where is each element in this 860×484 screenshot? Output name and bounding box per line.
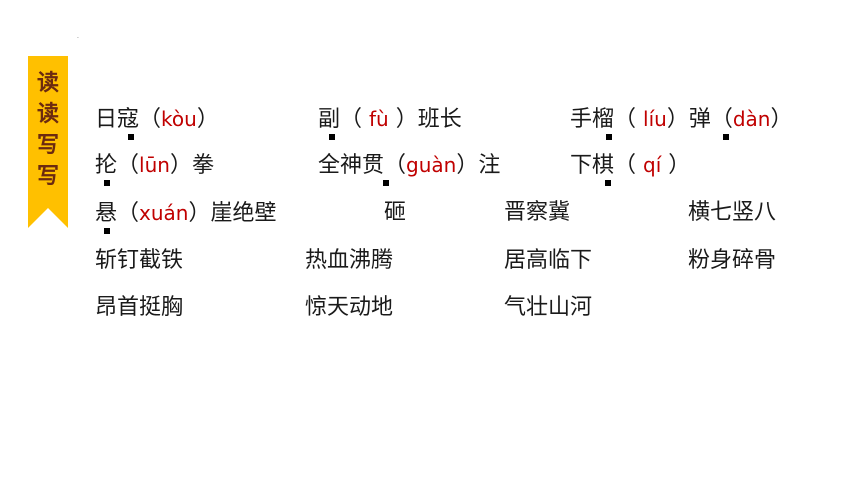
banner-char-2: 读 <box>36 101 59 127</box>
word-fubanzhang: 副（ fù ）班长 <box>318 104 462 135</box>
word-text: 下棋 <box>570 153 615 178</box>
emphasis-dot <box>104 228 110 234</box>
word-text: 弹 <box>688 107 711 132</box>
section-banner: 读 读 写 写 <box>28 56 68 228</box>
pinyin: fù <box>369 107 389 131</box>
word-fenshensuigu: 粉身碎骨 <box>688 248 777 273</box>
pinyin: kòu <box>161 107 197 131</box>
paren-close: ） <box>188 201 211 226</box>
paren-close: ） <box>388 107 418 132</box>
emphasis-dot <box>329 134 335 140</box>
word-shouliudan: 手榴（ líu）弹（dàn） <box>570 104 793 135</box>
word-quanshenguanzhu: 全神贯（guàn）注 <box>318 150 500 181</box>
paren-open: （ <box>710 107 733 132</box>
banner-char-3: 写 <box>36 132 59 158</box>
pinyin: xuán <box>139 201 189 225</box>
word-zhandingjietie: 斩钉截铁 <box>95 248 184 273</box>
word-qizhuangshanhe: 气壮山河 <box>504 295 593 320</box>
word-text: 悬 <box>95 201 118 226</box>
paren-open: （ <box>117 153 140 178</box>
word-text: 班长 <box>417 107 462 132</box>
word-jinchaji: 晋察冀 <box>504 200 571 225</box>
paren-close: ） <box>169 153 192 178</box>
word-rikou: 日寇（kòu） <box>95 104 219 135</box>
word-text: 副 <box>318 107 341 132</box>
word-text: 抡 <box>95 153 118 178</box>
word-angshoutingxiong: 昂首挺胸 <box>95 295 184 320</box>
banner-ribbon-shape <box>28 56 68 228</box>
banner-char-1: 读 <box>36 70 59 96</box>
emphasis-dot <box>383 180 389 186</box>
word-hengqishuba: 横七竖八 <box>688 200 777 225</box>
word-jingtiandongdi: 惊天动地 <box>305 295 394 320</box>
word-text: 拳 <box>191 153 214 178</box>
word-text: 全神贯 <box>318 153 385 178</box>
pinyin: guàn <box>406 153 457 177</box>
word-lunquan: 抡（lūn）拳 <box>95 150 214 181</box>
word-xuanyajuebi: 悬（xuán）崖绝壁 <box>95 198 277 229</box>
paren-open: （ <box>384 153 407 178</box>
word-text: 注 <box>478 153 501 178</box>
word-text: 手榴 <box>570 107 615 132</box>
pinyin: líu <box>643 107 667 131</box>
paren-close: ） <box>196 107 219 132</box>
pinyin: dàn <box>732 107 771 131</box>
pinyin: qí <box>643 153 662 177</box>
word-xiaqi: 下棋（ qí ） <box>570 150 690 181</box>
paren-close: ） <box>770 107 793 132</box>
paren-open: （ <box>614 107 644 132</box>
emphasis-dot <box>723 134 729 140</box>
emphasis-dot <box>605 180 611 186</box>
paren-close: ） <box>661 153 691 178</box>
pinyin: lūn <box>139 153 170 177</box>
word-text: 日寇 <box>95 107 140 132</box>
paren-open: （ <box>614 153 644 178</box>
banner-char-4: 写 <box>36 163 59 189</box>
paren-open: （ <box>139 107 162 132</box>
word-rexuefeiteng: 热血沸腾 <box>305 248 394 273</box>
word-jugaolinxia: 居高临下 <box>504 248 593 273</box>
emphasis-dot <box>104 180 110 186</box>
word-text: 崖绝壁 <box>210 201 277 226</box>
paren-close: ） <box>456 153 479 178</box>
emphasis-dot <box>606 134 612 140</box>
banner-title: 读 读 写 写 <box>28 68 68 192</box>
emphasis-dot <box>128 134 134 140</box>
word-za: 砸 <box>384 200 407 225</box>
paren-open: （ <box>340 107 370 132</box>
stray-mark: . <box>77 33 79 40</box>
paren-open: （ <box>117 201 140 226</box>
paren-close: ） <box>666 107 689 132</box>
